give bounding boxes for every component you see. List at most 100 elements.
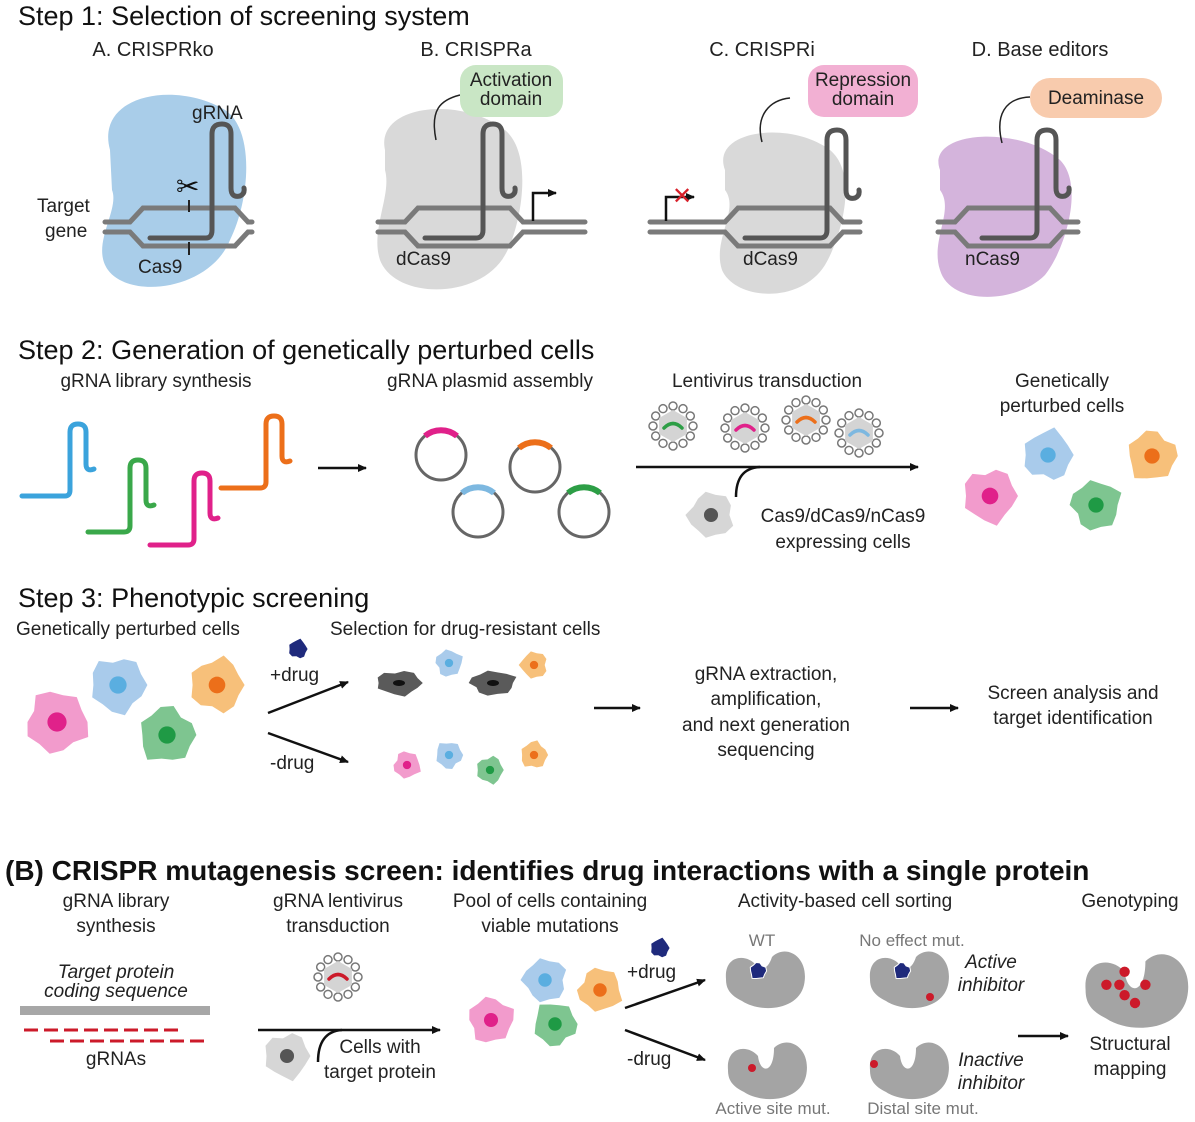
coding-sequence-bar <box>20 1006 210 1015</box>
b-minus-drug-label: -drug <box>627 1049 672 1070</box>
lentivirus-particles <box>313 395 884 1002</box>
grna-magenta <box>147 470 221 548</box>
part-b-title: (B) CRISPR mutagenesis screen: identifie… <box>5 855 1090 886</box>
dead-cell <box>468 670 517 696</box>
lentivirus-green <box>648 401 698 451</box>
result-label-2: perturbed cells <box>999 396 1125 417</box>
panel-c-heading: C. CRISPRi <box>709 39 815 61</box>
step3-start-label: Genetically perturbed cells <box>16 619 240 640</box>
grna-strand <box>742 127 862 241</box>
pool-cell-orange <box>576 967 623 1012</box>
panel-a-heading: A. CRISPRko <box>92 39 214 61</box>
cell-blue <box>92 659 148 716</box>
panel-c-crispri: ✕ <box>647 97 863 294</box>
resistant-cell-blue <box>435 649 463 677</box>
analysis-line-2: target identification <box>993 708 1153 729</box>
grna-blue <box>19 421 97 499</box>
protein-shapes <box>725 951 1189 1100</box>
b-stage3-line2: viable mutations <box>481 916 619 937</box>
grna-strand <box>422 121 518 241</box>
drug-molecule <box>651 937 670 958</box>
domain-label: domain <box>831 89 895 110</box>
cas9-cells-label-1: Cas9/dCas9/nCas9 <box>760 506 926 527</box>
b-stage4-label: Activity-based cell sorting <box>737 891 953 912</box>
target-gene-label-2: gene <box>45 221 88 242</box>
result-label-1: Genetically <box>1015 371 1109 392</box>
cell-pink <box>27 691 89 754</box>
no-effect-label: No effect mut. <box>859 931 965 950</box>
repression-label: Repression <box>814 70 912 91</box>
structural-line1: Structural <box>1089 1034 1171 1055</box>
dcas9-label-c: dCas9 <box>743 249 798 270</box>
minus-drug-label: -drug <box>270 753 315 774</box>
control-cell-pink <box>393 751 421 779</box>
active-inhibitor-line1: Active <box>965 952 1017 973</box>
grna-label: gRNA <box>192 103 243 124</box>
b-minus-drug-arrow <box>624 1028 706 1062</box>
cells-with-line1: Cells with <box>339 1037 421 1058</box>
block-x-icon: ✕ <box>672 182 692 210</box>
b-stage5-label: Genotyping <box>1081 891 1179 912</box>
grna-strand <box>147 121 247 241</box>
active-site-label: Active site mut. <box>715 1099 831 1118</box>
cas9-expressing-cell <box>685 491 734 538</box>
b-stage2-line2: transduction <box>286 916 390 937</box>
b-stage2-line1: gRNA lentivirus <box>273 891 403 912</box>
protein-active-site-mut <box>727 1042 807 1100</box>
sequencing-line-3: and next generation <box>682 715 850 736</box>
panel-a-crisprko: ✂ <box>102 94 255 287</box>
active-inhibitor-line2: inhibitor <box>957 975 1025 996</box>
step3-selection-label: Selection for drug-resistant cells <box>330 619 601 640</box>
protein-distal-site-mut <box>869 1042 949 1100</box>
wt-label: WT <box>748 931 776 950</box>
step3-title: Step 3: Phenotypic screening <box>18 583 370 613</box>
target-gene-label-1: Target <box>37 196 90 217</box>
transcription-arrow-icon <box>531 189 557 221</box>
perturbed-cell-green <box>1069 480 1122 531</box>
dead-cell <box>377 670 423 697</box>
grna-strand <box>979 127 1072 241</box>
protein-no-effect <box>869 951 949 1009</box>
grnas-label: gRNAs <box>85 1049 147 1070</box>
activation-domain-box: Activation domain <box>460 65 563 117</box>
cells-layer <box>27 427 1178 1082</box>
b-stage1-line1: gRNA library <box>62 891 170 912</box>
minus-drug-arrow <box>267 731 349 764</box>
dcas9-label-b: dCas9 <box>396 249 451 270</box>
pool-cell-blue <box>520 958 567 1003</box>
lentivirus-blue <box>834 408 884 458</box>
step2-title: Step 2: Generation of genetically pertur… <box>18 335 595 365</box>
pool-cell-pink <box>469 996 514 1043</box>
b-stage1-line2: synthesis <box>76 916 156 937</box>
scissors-icon: ✂ <box>176 170 199 203</box>
stage-library-synthesis: gRNA library synthesis <box>60 371 252 392</box>
grna-orange <box>218 413 293 491</box>
protein-wt <box>725 951 805 1009</box>
domain-label: domain <box>479 89 543 110</box>
sequencing-line-1: gRNA extraction, <box>694 664 838 685</box>
perturbed-cell-blue <box>1024 427 1074 480</box>
structural-line2: mapping <box>1093 1059 1167 1080</box>
distal-site-label: Distal site mut. <box>867 1099 979 1118</box>
analysis-line-1: Screen analysis and <box>987 683 1159 704</box>
cas9-label: Cas9 <box>138 257 183 278</box>
sequencing-line-4: sequencing <box>717 740 815 761</box>
panel-d-base-editor <box>935 96 1081 297</box>
resistant-cell-orange <box>518 651 547 679</box>
b-stage3-line1: Pool of cells containing <box>452 891 648 912</box>
blocked-transcription-arrow-icon <box>664 193 695 221</box>
lentivirus-orange <box>781 395 831 445</box>
cas9-cells-label-2: expressing cells <box>775 532 911 553</box>
sequencing-line-2: amplification, <box>710 689 822 710</box>
perturbed-cell-orange <box>1128 430 1178 479</box>
lentivirus-red <box>313 952 363 1002</box>
perturbed-cell-pink <box>964 469 1018 526</box>
protein-structural-map <box>1085 954 1189 1028</box>
b-plus-drug-label: +drug <box>627 962 677 983</box>
inactive-inhibitor-line1: Inactive <box>958 1050 1024 1071</box>
inactive-inhibitor-line2: inhibitor <box>957 1073 1025 1094</box>
deaminase-box: Deaminase <box>1030 78 1162 118</box>
control-cell-blue <box>436 743 464 769</box>
panel-d-heading: D. Base editors <box>971 39 1109 61</box>
